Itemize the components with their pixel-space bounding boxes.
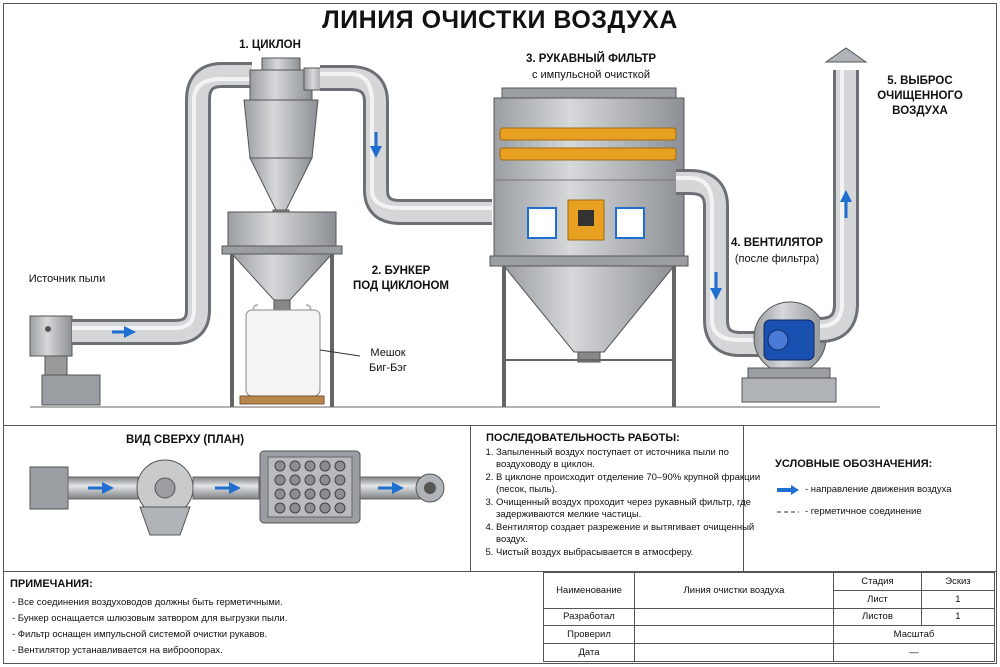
bunker-label-2: ПОД ЦИКЛОНОМ xyxy=(353,280,449,292)
stamp-developed-label: Разработал xyxy=(543,607,635,627)
filter-bag xyxy=(304,488,316,500)
stamp-scale-label: Масштаб xyxy=(833,625,995,645)
stamp-stage-label: Стадия xyxy=(833,572,922,591)
filter-bag xyxy=(304,460,316,472)
note-item: - Бункер оснащается шлюзовым затвором дл… xyxy=(12,613,288,624)
cyclone xyxy=(243,57,327,219)
sequence-step: Запыленный воздух поступает от источника… xyxy=(496,447,761,470)
stamp-name-value: Линия очистки воздуха xyxy=(634,572,834,609)
stamp-date-label: Дата xyxy=(543,643,635,662)
filter-bag xyxy=(304,502,316,514)
note-item: - Фильтр оснащен импульсной системой очи… xyxy=(12,629,268,640)
stamp-scale-value: — xyxy=(833,643,995,662)
stamp-sheets-label: Листов xyxy=(833,607,922,627)
sequence-list: Запыленный воздух поступает от источника… xyxy=(472,447,761,561)
divider xyxy=(3,425,996,426)
legend-arrow-text: - направление движения воздуха xyxy=(805,484,952,495)
divider xyxy=(470,425,471,571)
exhaust-label-1: 5. ВЫБРОС xyxy=(887,75,953,87)
filter-bag xyxy=(289,460,301,472)
stamp-checked-label: Проверил xyxy=(543,625,635,645)
exhaust-label-3: ВОЗДУХА xyxy=(892,105,948,117)
filter-label-2: с импульсной очисткой xyxy=(531,69,650,81)
notes-title: ПРИМЕЧАНИЯ: xyxy=(10,578,93,590)
plan-view xyxy=(29,450,445,536)
filter-bag xyxy=(334,474,346,486)
sequence-step: В циклоне происходит отделение 70–90% кр… xyxy=(496,472,761,495)
stamp-sheet-label: Лист xyxy=(833,589,922,609)
bag-leader xyxy=(319,349,361,357)
fan-label-2: (после фильтра) xyxy=(734,253,820,265)
big-bag xyxy=(239,304,325,405)
bag-label-1: Мешок xyxy=(370,347,406,359)
sequence-step: Вентилятор создает разрежение и вытягива… xyxy=(496,522,761,545)
cyclone-label: 1. ЦИКЛОН xyxy=(239,39,301,51)
divider xyxy=(743,425,744,571)
note-item: - Вентилятор устанавливается на виброопо… xyxy=(12,645,223,656)
exhaust-label-2: ОЧИЩЕННОГО xyxy=(877,90,963,102)
dust-source xyxy=(29,315,101,406)
process-schematic xyxy=(29,47,880,408)
stack-cap xyxy=(824,47,868,63)
filter-bag xyxy=(274,502,286,514)
stamp-sheet-value: 1 xyxy=(920,589,996,609)
filter-bag xyxy=(319,502,331,514)
sequence-title: ПОСЛЕДОВАТЕЛЬНОСТЬ РАБОТЫ: xyxy=(486,432,680,444)
filter-bag xyxy=(274,460,286,472)
legend-dashed-text: - герметичное соединение xyxy=(805,506,922,517)
stamp-stage-value: Эскиз xyxy=(920,572,996,591)
dashed-line-icon xyxy=(777,511,799,512)
fan xyxy=(741,301,837,403)
stamp-name-label: Наименование xyxy=(543,572,635,609)
filter-bag xyxy=(289,474,301,486)
filter-bag xyxy=(334,502,346,514)
filter-outlet-duct xyxy=(676,169,760,357)
legend-arrow-row: - направление движения воздуха xyxy=(775,484,952,495)
stamp-sheets-value: 1 xyxy=(920,607,996,627)
filter-bag-grid xyxy=(274,460,346,514)
filter-bag xyxy=(319,488,331,500)
source-label: Источник пыли xyxy=(28,273,106,285)
exhaust-stack xyxy=(819,70,859,343)
page-title: ЛИНИЯ ОЧИСТКИ ВОЗДУХА xyxy=(322,6,678,34)
title-block: Наименование Линия очистки воздуха Стади… xyxy=(543,572,996,662)
filter-bag xyxy=(334,488,346,500)
filter-bag xyxy=(274,474,286,486)
arrow-icon xyxy=(777,484,799,495)
legend-title: УСЛОВНЫЕ ОБОЗНАЧЕНИЯ: xyxy=(775,458,933,470)
inlet-duct xyxy=(72,62,252,345)
sequence-step: Очищенный воздух проходит через рукавный… xyxy=(496,497,761,520)
bunker-label-1: 2. БУНКЕР xyxy=(371,265,431,277)
bunker xyxy=(221,211,343,407)
note-item: - Все соединения воздуховодов должны быт… xyxy=(12,597,283,608)
fan-label-1: 4. ВЕНТИЛЯТОР xyxy=(730,237,824,249)
cyclone-outlet-duct xyxy=(320,65,492,225)
sequence-step: Чистый воздух выбрасывается в атмосферу. xyxy=(496,547,761,559)
filter-bag xyxy=(334,460,346,472)
legend-dashed-row: - герметичное соединение xyxy=(775,506,922,517)
filter-bag xyxy=(274,488,286,500)
filter-label-1: 3. РУКАВНЫЙ ФИЛЬТР xyxy=(525,53,657,65)
filter-bag xyxy=(289,488,301,500)
bag-label-2: Биг-Бэг xyxy=(369,362,407,374)
plan-title: ВИД СВЕРХУ (ПЛАН) xyxy=(125,434,245,446)
divider xyxy=(3,571,996,572)
filter-bag xyxy=(319,460,331,472)
bag-filter xyxy=(489,87,689,407)
filter-bag xyxy=(304,474,316,486)
filter-bag xyxy=(319,474,331,486)
filter-bag xyxy=(289,502,301,514)
